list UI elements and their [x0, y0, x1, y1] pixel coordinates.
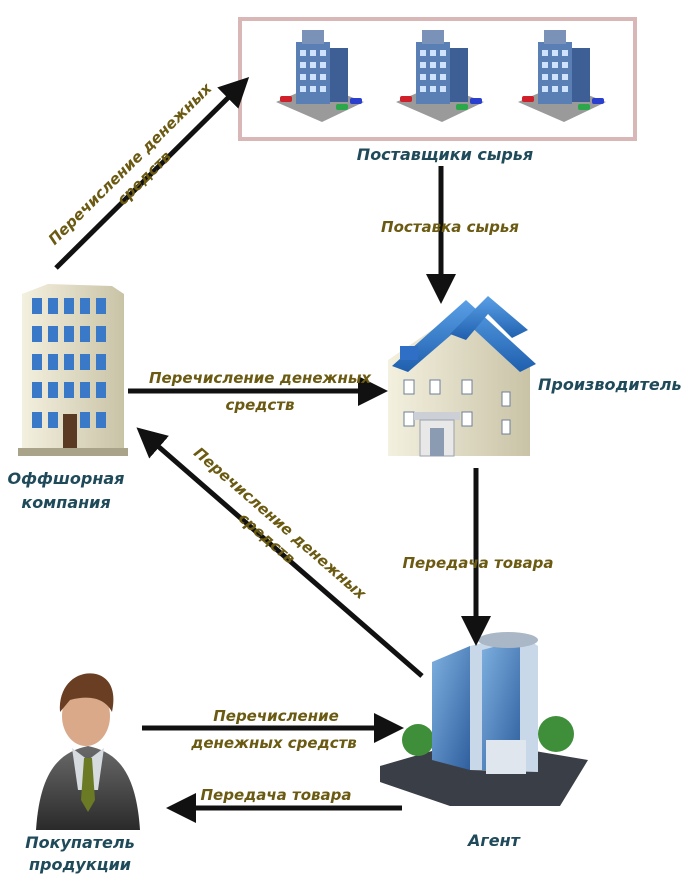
buyer-label: Покупатель	[25, 833, 134, 852]
producer-label: Производитель	[538, 375, 682, 394]
house-icon	[388, 296, 536, 457]
supplier-building-icon	[518, 30, 606, 122]
flow-label: Передача товара	[201, 786, 352, 804]
arrow-agent-to-offshore	[136, 427, 424, 678]
flow-label: Перечисление денежных	[190, 444, 370, 604]
offshore-label: компания	[21, 493, 110, 512]
offshore-label: Оффшорная	[8, 469, 125, 488]
flow-label: Передача товара	[403, 554, 554, 572]
flow-label: Перечисление	[213, 707, 339, 725]
agent-label: Агент	[466, 831, 522, 850]
office-tower-icon	[18, 284, 128, 456]
flow-label: средств	[226, 396, 295, 414]
suppliers-label: Поставщики сырья	[357, 145, 533, 164]
supplier-building-icon	[276, 30, 364, 122]
flow-label: денежных средств	[190, 734, 357, 752]
buyer-label: продукции	[29, 855, 131, 874]
supplier-building-icon	[396, 30, 484, 122]
arrow-offshore-to-suppliers	[54, 76, 250, 270]
glass-tower-icon	[380, 632, 588, 806]
flow-label: Перечисление денежных	[45, 78, 216, 248]
person-icon	[36, 673, 140, 830]
flow-label: Поставка сырья	[381, 218, 519, 236]
flow-label: Перечисление денежных	[149, 369, 372, 387]
